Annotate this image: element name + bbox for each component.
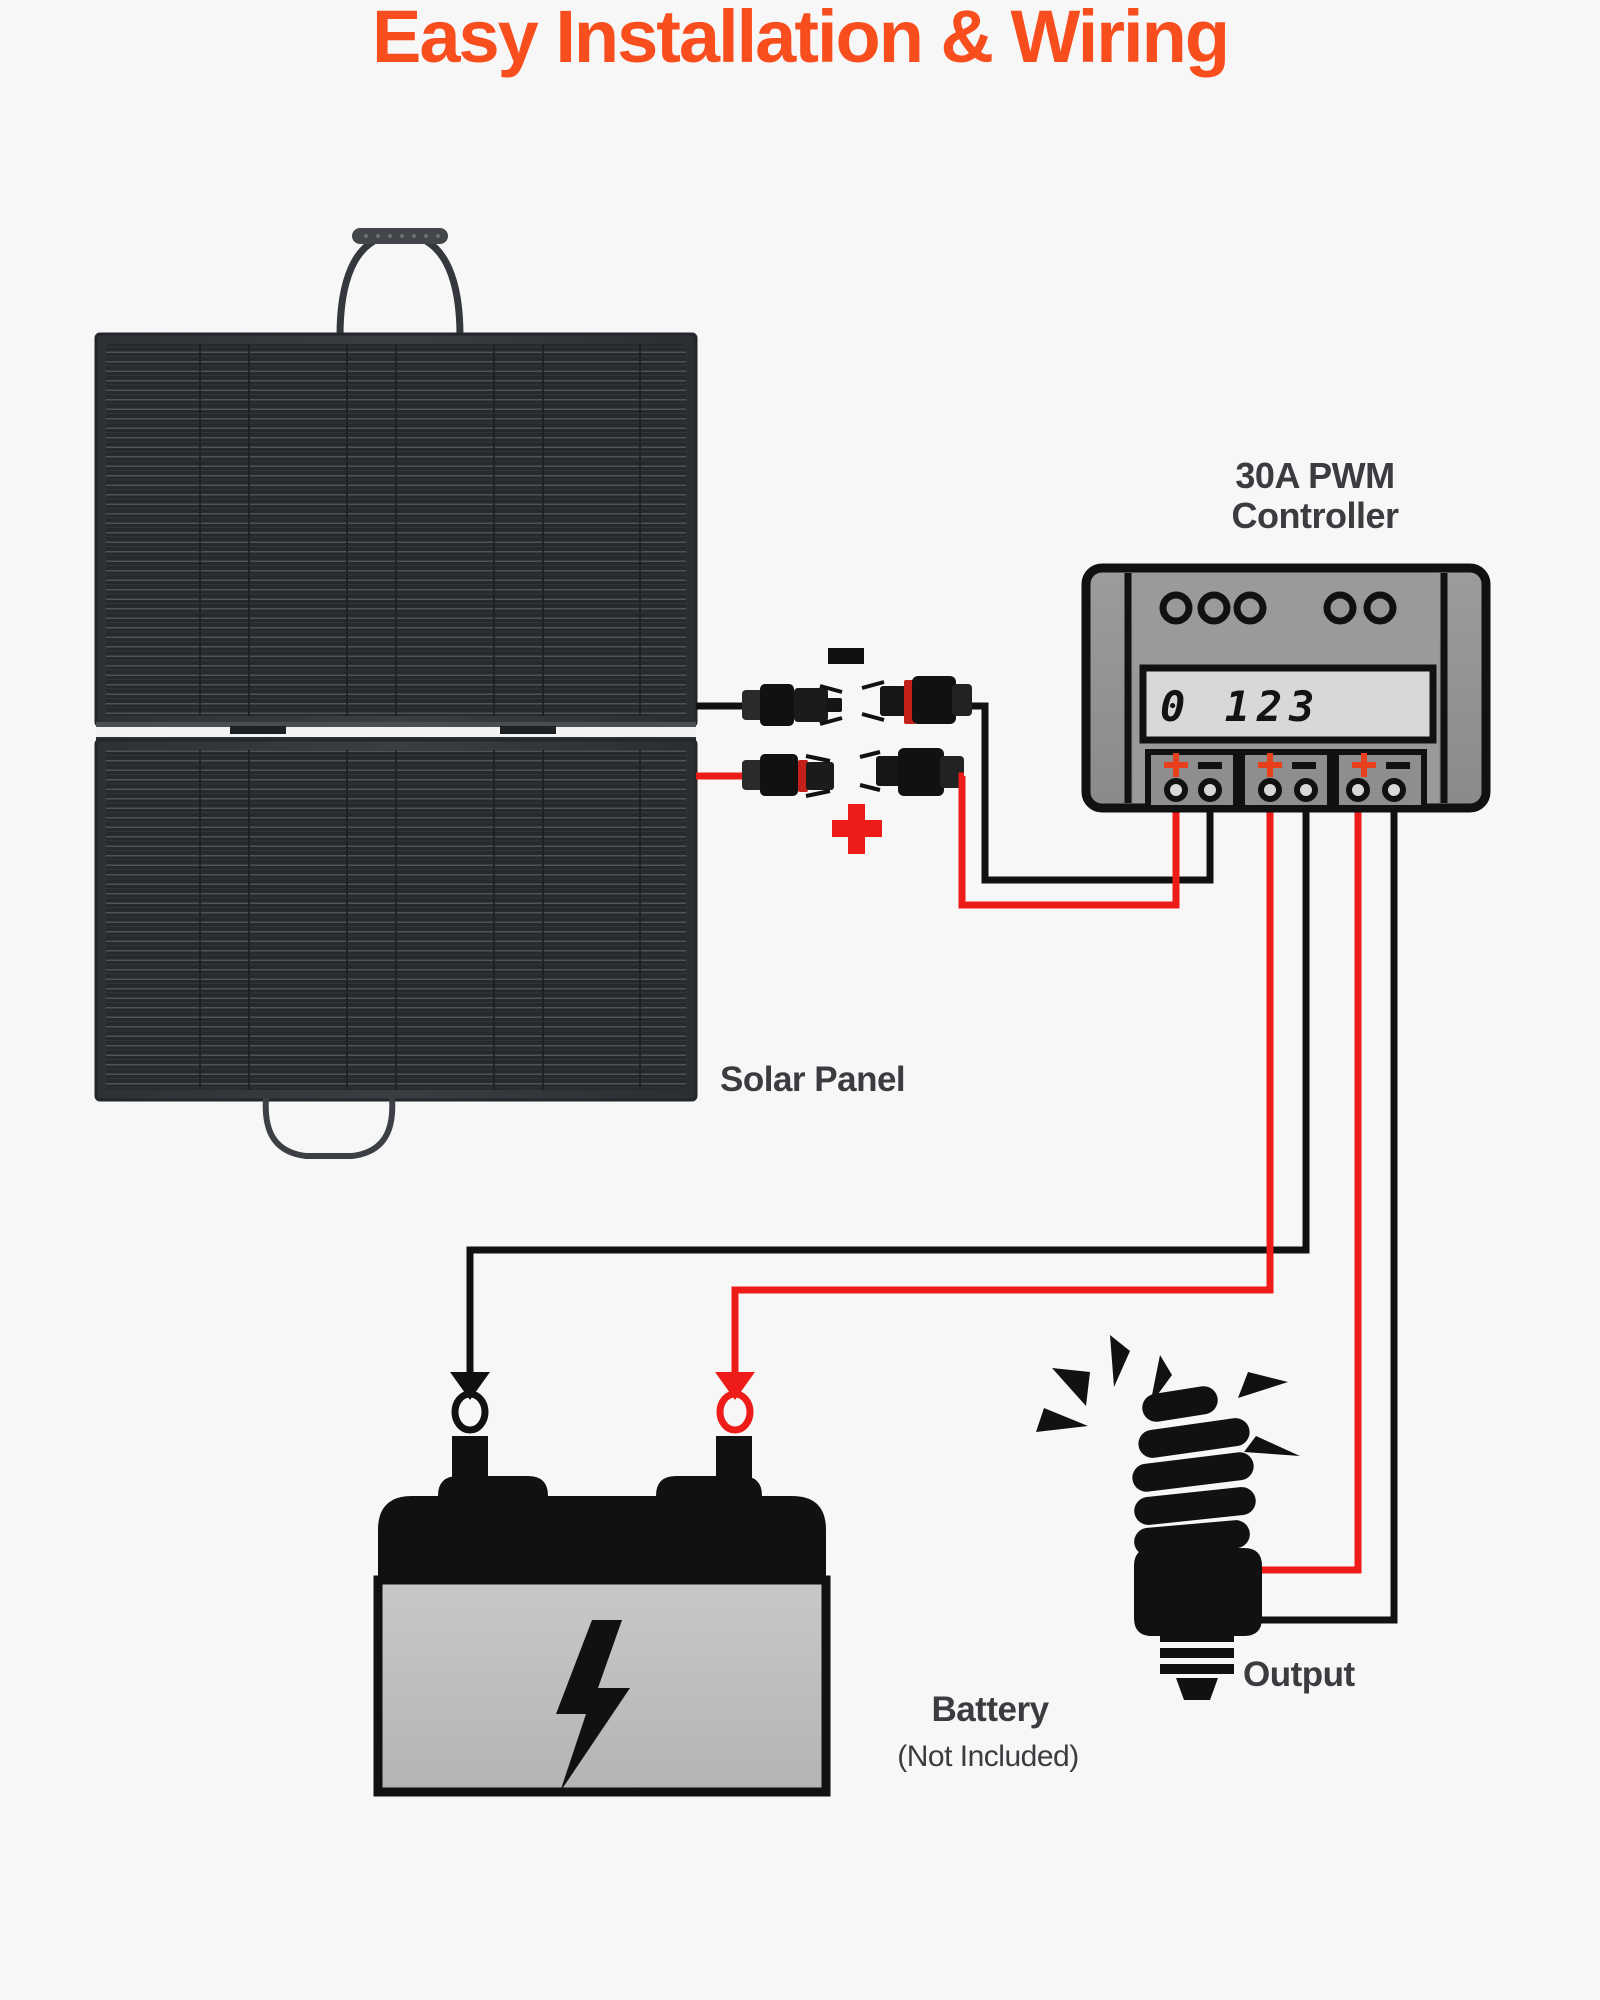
wire-solar-negative xyxy=(972,702,1214,884)
light-rays xyxy=(1036,1335,1300,1456)
connector-panel-negative xyxy=(742,684,843,726)
positive-symbol xyxy=(832,804,882,854)
battery-body xyxy=(373,1575,831,1797)
battery xyxy=(373,1436,831,1797)
wire-battery-positive xyxy=(731,800,1274,1390)
led-1-icon xyxy=(1159,591,1193,625)
solar-panel-label: Solar Panel xyxy=(720,1060,906,1099)
carry-handle-icon xyxy=(336,228,464,337)
output-label: Output xyxy=(1243,1655,1355,1694)
battery-label: Battery xyxy=(931,1690,1049,1729)
led-2-icon xyxy=(1197,591,1231,625)
connector-controller-negative xyxy=(861,676,972,724)
lcd-display-value: 0 123 xyxy=(1160,682,1322,731)
solar-panel xyxy=(94,228,698,1159)
lcd-screen xyxy=(1139,664,1437,744)
controller-title: 30A PWM Controller xyxy=(1165,455,1465,537)
battery-top-cap xyxy=(378,1476,826,1576)
controller-title-line1: 30A PWM xyxy=(1235,455,1395,496)
wire-load-positive xyxy=(1192,800,1362,1574)
page-title: Easy Installation & Wiring xyxy=(371,0,1230,78)
charge-controller[interactable] xyxy=(1081,563,1491,813)
lightning-bolt-icon xyxy=(556,1620,630,1792)
connector-controller-positive xyxy=(859,748,964,796)
battery-positive-terminal-marker xyxy=(715,1372,755,1434)
negative-symbol xyxy=(828,648,864,664)
connector-panel-positive xyxy=(742,754,834,798)
battery-note-label: (Not Included) xyxy=(897,1740,1079,1773)
wire-battery-negative xyxy=(466,1246,1108,1390)
led-4-icon xyxy=(1323,591,1357,625)
cfl-bulb-icon xyxy=(1036,1335,1300,1700)
wire-battery-negative-seg1 xyxy=(1108,800,1310,1254)
strap-handle-icon xyxy=(262,1097,396,1159)
led-5-icon xyxy=(1363,591,1397,625)
controller-title-line2: Controller xyxy=(1231,495,1399,537)
wire-solar-positive xyxy=(958,772,1180,909)
led-indicator-group xyxy=(1159,591,1397,625)
terminal-strip[interactable] xyxy=(1145,749,1427,811)
battery-negative-terminal-marker xyxy=(450,1372,490,1434)
led-3-icon xyxy=(1233,591,1267,625)
